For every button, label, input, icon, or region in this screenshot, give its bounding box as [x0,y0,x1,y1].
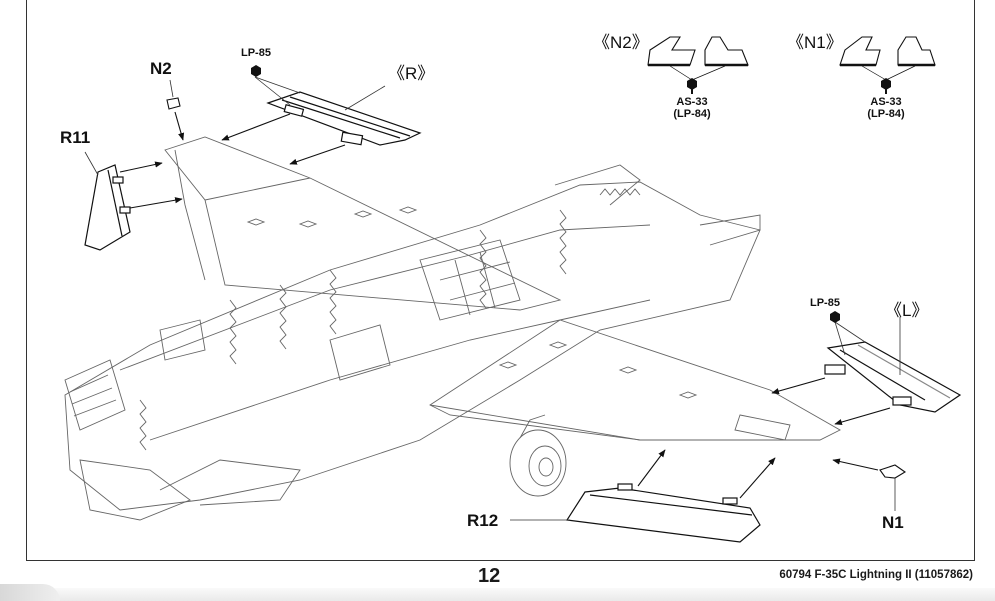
label-right-variant: 《R》 [388,64,435,83]
label-n1: N1 [882,513,904,532]
label-r11: R11 [60,128,91,147]
part-r-flap [266,91,422,146]
label-n2: N2 [150,59,172,78]
paint-code-n1: AS-33 (LP-84) [858,96,914,120]
label-lp85-right: LP-85 [241,47,271,59]
part-l-flap [824,341,962,413]
label-r12: R12 [467,511,499,530]
part-r12 [565,483,761,543]
part-n1 [879,464,907,479]
variant-label-n1: 《N1》 [787,33,843,52]
variant-label-n2: 《N2》 [593,33,649,52]
alt-color-code: (LP-84) [867,108,905,120]
n2-paint-mark [687,78,697,94]
part-r11 [84,164,131,251]
page-frame [26,0,975,561]
n1-variant-diagram [839,36,936,81]
lp85-right-paint-mark [251,65,261,77]
n2-variant-diagram [647,36,749,81]
label-left-variant: 《L》 [885,301,929,320]
scan-shadow [0,588,995,601]
n1-paint-mark [881,78,891,94]
scan-shadow-corner [0,584,60,601]
alt-color-code: (LP-84) [673,108,711,120]
lp85-left-paint-mark [830,311,840,323]
color-code: AS-33 [676,96,708,108]
aircraft-body [64,136,841,521]
color-code: AS-33 [870,96,902,108]
footer-product-title: 60794 F-35C Lightning II (11057862) [779,569,973,581]
page-number: 12 [478,565,501,587]
paint-code-n2: AS-33 (LP-84) [664,96,720,120]
part-n2 [166,97,181,110]
label-lp85-left: LP-85 [810,297,840,309]
